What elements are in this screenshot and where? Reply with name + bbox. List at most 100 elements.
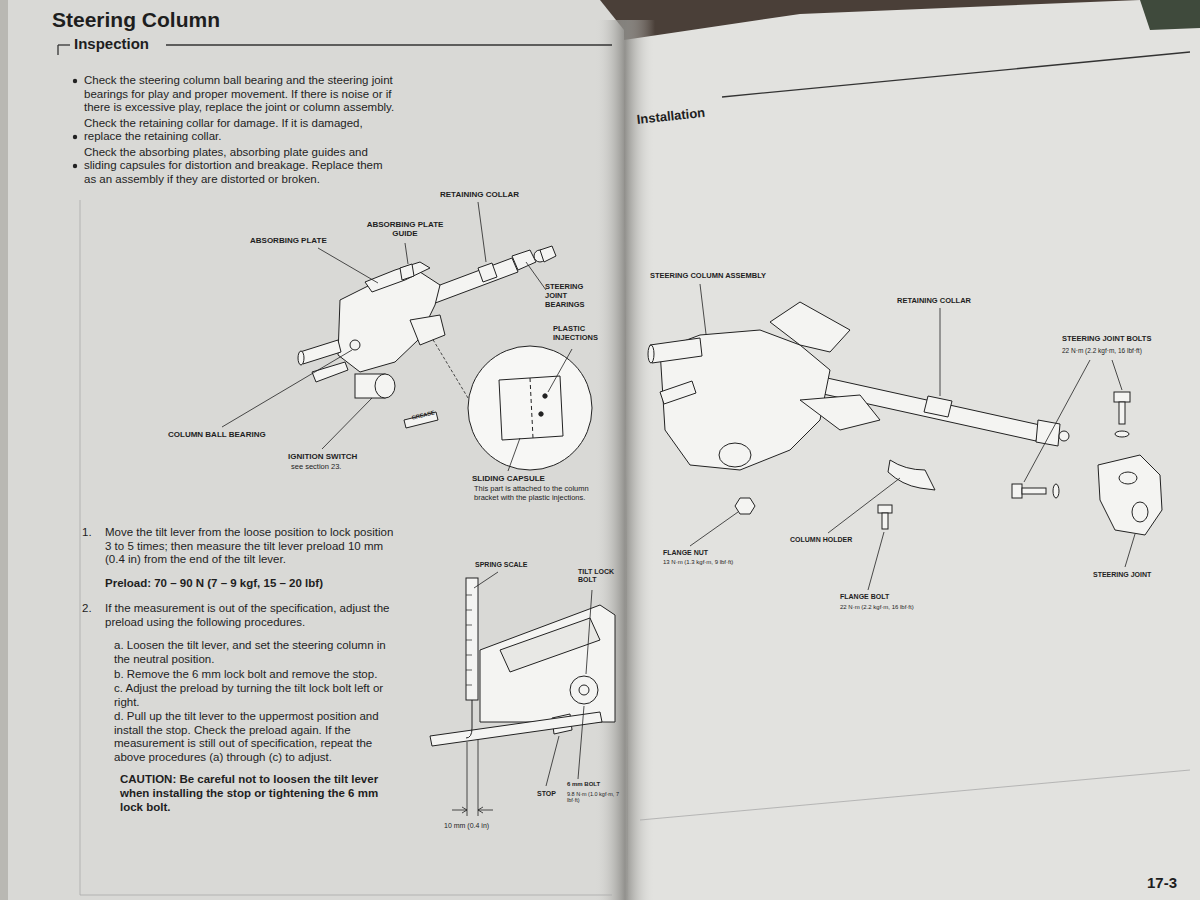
page-number: 17-3 bbox=[1147, 874, 1177, 892]
leader-line bbox=[828, 478, 900, 533]
retaining-collar bbox=[924, 396, 952, 417]
joint-bolt-shank bbox=[1022, 488, 1046, 494]
center-line bbox=[530, 378, 533, 438]
part-label: ABSORBING PLATE GUIDE bbox=[365, 220, 445, 239]
part-label: IGNITION SWITCH bbox=[288, 452, 357, 461]
tick bbox=[466, 685, 472, 686]
part-label: FLANGE NUT bbox=[663, 549, 708, 557]
page-gutter bbox=[595, 20, 655, 900]
dimension-lines bbox=[452, 572, 592, 816]
shaft-end bbox=[648, 345, 654, 363]
leader-line bbox=[222, 350, 352, 427]
torque-spec: 13 N·m (1.3 kgf·m, 9 lbf·ft) bbox=[663, 559, 733, 566]
page-edge bbox=[0, 0, 8, 900]
housing-detail bbox=[500, 618, 600, 672]
absorbing-plate bbox=[365, 262, 430, 292]
bullet bbox=[73, 164, 77, 168]
body-text: Check the absorbing plates, absorbing pl… bbox=[84, 146, 396, 187]
rule bbox=[722, 52, 1190, 97]
part-label: ABSORBING PLATE bbox=[250, 236, 327, 245]
rule bbox=[57, 45, 58, 55]
column-housing bbox=[480, 605, 615, 722]
step-number: 1. bbox=[82, 526, 92, 540]
part-label: 6 mm BOLT bbox=[567, 781, 600, 788]
tick bbox=[466, 610, 472, 611]
tilt-lock-bolt bbox=[570, 676, 598, 704]
tick bbox=[466, 670, 472, 671]
shaft-end bbox=[298, 351, 304, 365]
page-border bbox=[80, 895, 612, 896]
leader-line bbox=[405, 243, 408, 264]
spring-scale bbox=[466, 578, 478, 700]
leader-line bbox=[1125, 534, 1135, 567]
right-page bbox=[624, 0, 1200, 900]
part-label: STEERING JOINT bbox=[1093, 571, 1151, 579]
leader-line bbox=[1024, 360, 1090, 482]
page-border bbox=[640, 770, 1190, 820]
flange-bolt-head bbox=[878, 505, 892, 513]
leader-line bbox=[940, 308, 941, 396]
extension-line bbox=[467, 742, 468, 816]
bolt-center bbox=[579, 685, 589, 695]
bullets bbox=[73, 79, 77, 168]
section-heading: Inspection bbox=[74, 35, 149, 53]
bullet bbox=[73, 135, 77, 139]
page-border bbox=[80, 200, 81, 895]
part-label: FLANGE BOLT bbox=[840, 593, 889, 601]
step-number: 2. bbox=[82, 602, 92, 616]
dimension-label: 10 mm (0.4 in) bbox=[444, 822, 489, 830]
scale-ticks bbox=[466, 595, 472, 685]
torque-spec: 22 N·m (2.2 kgf·m, 16 lbf·ft) bbox=[840, 604, 914, 611]
bullet bbox=[73, 79, 77, 83]
column-holder bbox=[888, 460, 935, 490]
leader-lines bbox=[222, 202, 572, 471]
part-label: PLASTIC INJECTIONS bbox=[553, 325, 608, 343]
leader-line bbox=[478, 202, 486, 262]
inset-leader bbox=[432, 338, 468, 398]
part-label: TILT LOCK BOLT bbox=[578, 568, 623, 585]
installation-illustration bbox=[648, 302, 1162, 535]
part-label: STEERING JOINT BOLTS bbox=[1062, 335, 1151, 344]
leader-line bbox=[690, 512, 738, 546]
part-label: RETAINING COLLAR bbox=[440, 190, 519, 199]
page-tab bbox=[1140, 0, 1200, 30]
sub-step: d. Pull up the tilt lever to the uppermo… bbox=[114, 710, 397, 764]
joint-bolt-head bbox=[1012, 484, 1022, 498]
leader-lines bbox=[690, 284, 1135, 590]
column-tube bbox=[796, 372, 1040, 441]
part-label: COLUMN BALL BEARING bbox=[168, 430, 266, 439]
caution-text: CAUTION: Be careful not to loosen the ti… bbox=[120, 773, 398, 814]
leader-line bbox=[1112, 360, 1122, 390]
rule bbox=[166, 44, 612, 45]
leader-line bbox=[548, 349, 572, 392]
spec-text: Preload: 70 – 90 N (7 – 9 kgf, 15 – 20 l… bbox=[105, 577, 323, 591]
leader-line bbox=[868, 532, 884, 590]
part-label: RETAINING COLLAR bbox=[897, 297, 971, 306]
tick bbox=[466, 640, 472, 641]
joint-bearing bbox=[1059, 431, 1069, 441]
column-bracket bbox=[410, 315, 445, 345]
extension-line bbox=[478, 740, 479, 816]
leader-line bbox=[578, 706, 584, 779]
note-text: see section 23. bbox=[291, 463, 341, 472]
sub-step: b. Remove the 6 mm lock bolt and remove … bbox=[114, 668, 397, 682]
flange-bolt-shank bbox=[882, 513, 888, 529]
inset-detail bbox=[468, 346, 592, 470]
joint-end bbox=[1036, 420, 1060, 446]
joint-bolt-head bbox=[1114, 392, 1130, 402]
plate-guide bbox=[400, 264, 414, 280]
leader-line bbox=[700, 284, 706, 334]
dimension-arrows bbox=[452, 807, 493, 813]
upper-bracket bbox=[770, 302, 850, 352]
joint-bolt-shank bbox=[1119, 402, 1125, 424]
step-text: If the measurement is out of the specifi… bbox=[105, 602, 397, 629]
part-label: STOP bbox=[537, 790, 556, 798]
joint-hole bbox=[1119, 472, 1137, 484]
rule bbox=[58, 44, 70, 45]
tick bbox=[466, 625, 472, 626]
washer bbox=[1115, 431, 1129, 437]
tick bbox=[466, 655, 472, 656]
sliding-capsule bbox=[499, 376, 563, 440]
